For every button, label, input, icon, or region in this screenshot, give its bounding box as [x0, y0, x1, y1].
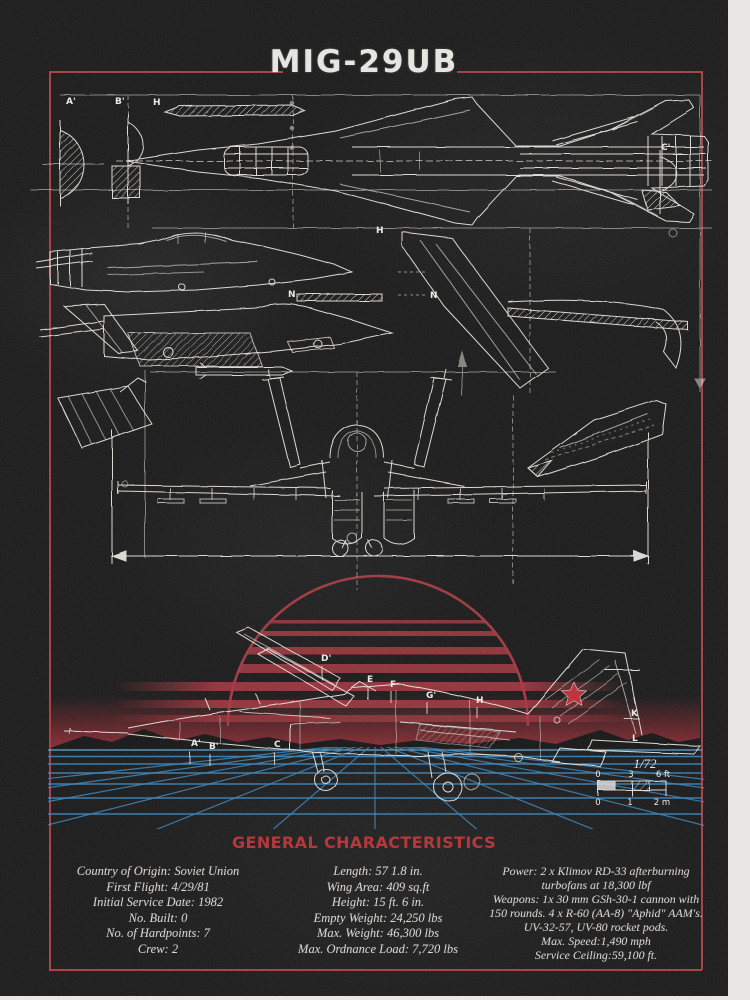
spec-empty-weight: Empty Weight: 24,250 lbs [313, 910, 443, 925]
spec-length: Length: 57 1.8 in. [333, 864, 423, 878]
chalk-grain-texture [0, 0, 728, 996]
spec-wing-area: Wing Area: 409 sq.ft [326, 879, 430, 894]
spec-first-flight: First Flight: 4/29/81 [106, 879, 210, 894]
spec-service-ceiling: Service Ceiling:59,100 ft. [534, 948, 658, 962]
spec-service-date: Initial Service Date: 1982 [92, 895, 224, 909]
poster-title: MIG-29UB [269, 44, 459, 80]
spec-crew: Crew: 2 [137, 941, 179, 956]
specs-middle-column: Length: 57 1.8 in. Wing Area: 409 sq.ft … [276, 864, 480, 957]
spec-no-built: No. Built: 0 [128, 910, 188, 925]
spec-hardpoints: No. of Hardpoints: 7 [106, 926, 210, 940]
specs-left-column: Country of Origin: Soviet Union First Fl… [52, 864, 264, 957]
blueprint-poster: A' B' H C' H N N A' B' C D' E F G' H K L… [0, 0, 728, 996]
section-heading: GENERAL CHARACTERISTICS [231, 833, 497, 852]
spec-weapons: Weapons: 1x 30 mm GSh-30-1 cannon with 1… [489, 892, 703, 934]
blueprint-artwork: A' B' H C' H N N A' B' C D' E F G' H K L… [0, 0, 728, 996]
specs-right-column: Power: 2 x Klimov RD-33 afterburning tur… [488, 864, 704, 962]
spec-ordnance-load: Max. Ordnance Load: 7,720 lbs [298, 941, 458, 956]
spec-max-speed: Max. Speed:1,490 mph [541, 934, 651, 948]
spec-power: Power: 2 x Klimov RD-33 afterburning tur… [502, 864, 690, 892]
spec-country: Country of Origin: Soviet Union [76, 864, 240, 878]
spec-height: Height: 15 ft. 6 in. [331, 895, 425, 909]
spec-max-weight: Max. Weight: 46,300 lbs [316, 926, 440, 940]
